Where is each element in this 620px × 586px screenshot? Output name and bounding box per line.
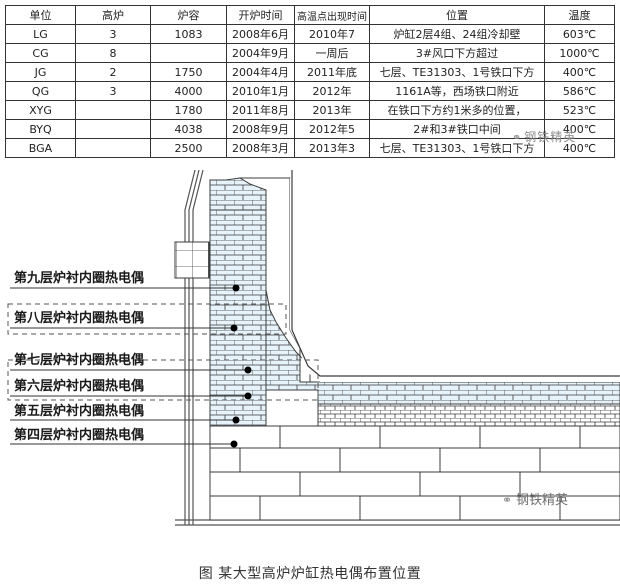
cell-unit: CG bbox=[5, 43, 76, 63]
bottom-carbon-blocks bbox=[209, 425, 620, 521]
diagram-watermark: ⚭ 钢铁精英 bbox=[502, 493, 568, 508]
cell-location: 3#风口下方超过 bbox=[369, 43, 545, 63]
cell-volume: 1780 bbox=[150, 100, 227, 120]
side-wall-bricks bbox=[209, 209, 267, 427]
cell-start-time: 2008年9月 bbox=[226, 119, 295, 139]
cell-temperature: 400℃ bbox=[544, 138, 615, 158]
label-layer-4: 第四层炉衬内圈热电偶 bbox=[14, 427, 144, 443]
cell-temperature: 603℃ bbox=[544, 24, 615, 44]
cell-hotspot-time: 一周后 bbox=[294, 43, 370, 63]
cell-hotspot-time: 2013年3 bbox=[294, 138, 370, 158]
cell-furnace bbox=[75, 119, 151, 139]
cell-furnace: 2 bbox=[75, 62, 151, 82]
header-start-time: 开炉时间 bbox=[226, 5, 295, 25]
cell-furnace bbox=[75, 100, 151, 120]
furnace-hearth-diagram: 第九层炉衬内圈热电偶 第八层炉衬内圈热电偶 第七层炉衬内圈热电偶 第六层炉衬内圈… bbox=[7, 170, 620, 526]
cell-unit: JG bbox=[5, 62, 76, 82]
cell-location: 七层、TE31303、1号铁口下方 bbox=[369, 62, 545, 82]
leader-lines bbox=[10, 287, 248, 445]
cell-furnace bbox=[75, 138, 151, 158]
header-volume: 炉容 bbox=[150, 5, 227, 25]
cell-unit: BGA bbox=[5, 138, 76, 158]
header-unit: 单位 bbox=[5, 5, 76, 25]
watermark-text: 钢铁精英 bbox=[524, 130, 577, 144]
cell-unit: XYG bbox=[5, 100, 76, 120]
cell-start-time: 2010年1月 bbox=[226, 81, 295, 101]
cell-volume: 4000 bbox=[150, 81, 227, 101]
label-layer-5: 第五层炉衬内圈热电偶 bbox=[14, 403, 144, 419]
cell-hotspot-time: 2012年5 bbox=[294, 119, 370, 139]
thermocouple-dot-4 bbox=[230, 440, 238, 448]
cell-unit: QG bbox=[5, 81, 76, 101]
thermocouple-dot-8 bbox=[230, 324, 238, 332]
cell-start-time: 2011年8月 bbox=[226, 100, 295, 120]
cell-unit: BYQ bbox=[5, 119, 76, 139]
cell-temperature: 523℃ bbox=[544, 100, 615, 120]
table-row: LG 3 1083 2008年6月 2010年7 炉缸2层4组、24组冷却壁 6… bbox=[5, 24, 615, 44]
header-hotspot-time: 高温点出现时间 bbox=[294, 5, 370, 25]
label-layer-8: 第八层炉衬内圈热电偶 bbox=[14, 310, 144, 326]
cell-location: 炉缸2层4组、24组冷却壁 bbox=[369, 24, 545, 44]
table-row: BGA 2500 2008年3月 2013年3 七层、TE31303、1号铁口下… bbox=[5, 138, 615, 158]
cell-volume bbox=[150, 43, 227, 63]
cell-volume: 4038 bbox=[150, 119, 227, 139]
table-row: JG 2 1750 2004年4月 2011年底 七层、TE31303、1号铁口… bbox=[5, 62, 615, 82]
cell-temperature: 400℃ bbox=[544, 62, 615, 82]
thermocouple-dot-7 bbox=[244, 366, 252, 374]
cell-volume: 1750 bbox=[150, 62, 227, 82]
thermocouple-dot-9 bbox=[232, 284, 240, 292]
cooling-stave-stack bbox=[174, 241, 210, 279]
cell-volume: 2500 bbox=[150, 138, 227, 158]
label-layer-7: 第七层炉衬内圈热电偶 bbox=[14, 352, 144, 368]
thermocouple-group-outlines bbox=[7, 303, 319, 401]
hearth-interior bbox=[290, 178, 620, 382]
cell-unit: LG bbox=[5, 24, 76, 44]
watermark-text: 钢铁精英 bbox=[516, 493, 568, 508]
cell-start-time: 2008年3月 bbox=[226, 138, 295, 158]
table-row: XYG 1780 2011年8月 2013年 在铁口下方约1米多的位置， 523… bbox=[5, 100, 615, 120]
header-temperature: 温度 bbox=[544, 5, 615, 25]
cell-start-time: 2004年4月 bbox=[226, 62, 295, 82]
header-location: 位置 bbox=[369, 5, 545, 25]
cell-furnace: 3 bbox=[75, 24, 151, 44]
cell-location: 七层、TE31303、1号铁口下方 bbox=[369, 138, 545, 158]
table-row: CG 8 2004年9月 一周后 3#风口下方超过 1000℃ bbox=[5, 43, 615, 63]
header-furnace: 高炉 bbox=[75, 5, 151, 25]
cell-location: 1161A等，西场铁口附近 bbox=[369, 81, 545, 101]
cell-furnace: 3 bbox=[75, 81, 151, 101]
cell-location: 2#和3#铁口中间 bbox=[369, 119, 545, 139]
table-row: QG 3 4000 2010年1月 2012年 1161A等，西场铁口附近 58… bbox=[5, 81, 615, 101]
figure-caption: 图 某大型高炉炉缸热电偶布置位置 bbox=[198, 566, 422, 582]
cell-hotspot-time: 2013年 bbox=[294, 100, 370, 120]
label-layer-9: 第九层炉衬内圈热电偶 bbox=[14, 270, 144, 286]
cell-start-time: 2004年9月 bbox=[226, 43, 295, 63]
blast-furnace-table: 单位 高炉 炉容 开炉时间 高温点出现时间 位置 温度 LG 3 1083 20… bbox=[5, 5, 615, 158]
cell-temperature: 1000℃ bbox=[544, 43, 615, 63]
cell-hotspot-time: 2010年7 bbox=[294, 24, 370, 44]
cell-location: 在铁口下方约1米多的位置， bbox=[369, 100, 545, 120]
cell-furnace: 8 bbox=[75, 43, 151, 63]
table-header-row: 单位 高炉 炉容 开炉时间 高温点出现时间 位置 温度 bbox=[5, 5, 615, 25]
cell-hotspot-time: 2012年 bbox=[294, 81, 370, 101]
brick-band bbox=[317, 403, 620, 427]
cell-volume: 1083 bbox=[150, 24, 227, 44]
thermocouple-dot-5 bbox=[232, 416, 240, 424]
cell-start-time: 2008年6月 bbox=[226, 24, 295, 44]
watermark: ⚭钢铁精英 bbox=[512, 128, 576, 145]
thermocouple-dot-6 bbox=[244, 392, 252, 400]
wechat-icon: ⚭ bbox=[502, 493, 512, 507]
wechat-icon: ⚭ bbox=[512, 131, 523, 144]
cell-temperature: 586℃ bbox=[544, 81, 615, 101]
cell-hotspot-time: 2011年底 bbox=[294, 62, 370, 82]
label-layer-6: 第六层炉衬内圈热电偶 bbox=[14, 378, 144, 394]
